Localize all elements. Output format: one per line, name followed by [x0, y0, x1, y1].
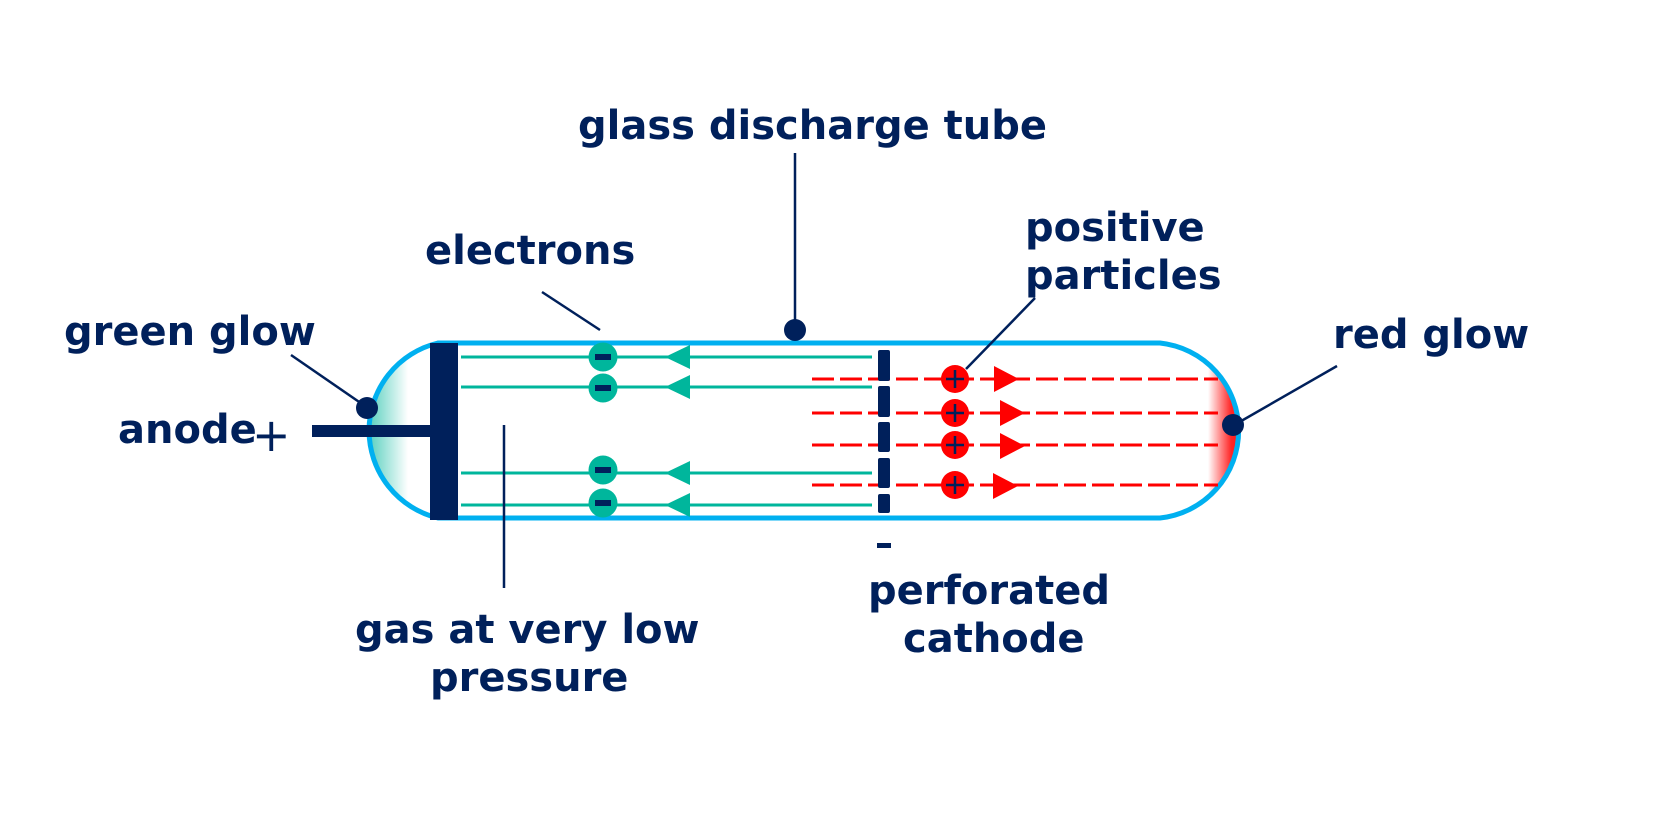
cathode-segment — [878, 458, 890, 488]
glass-tube-outline — [366, 340, 1242, 521]
anode-plus-sign: + — [252, 408, 291, 462]
arrow-right-icon — [993, 473, 1018, 499]
positive-particle — [941, 431, 969, 459]
label-green-glow: green glow — [64, 309, 316, 355]
label-positive-line2: particles — [1025, 253, 1222, 299]
positive-particle — [941, 399, 969, 427]
electron-beams — [461, 355, 872, 507]
electrons — [588, 342, 618, 518]
positive-particle — [941, 365, 969, 393]
cathode-segment — [878, 350, 890, 381]
electron — [588, 455, 618, 485]
leader-electrons — [541, 290, 601, 332]
anode-plate — [430, 343, 458, 520]
leader-dot-green-glow — [356, 397, 378, 419]
anode-rod — [312, 425, 432, 437]
positive-beams — [812, 377, 1218, 487]
minus-sign — [595, 500, 611, 506]
arrow-left-icon — [665, 493, 690, 517]
electron — [588, 373, 618, 403]
positive-arrows — [993, 366, 1025, 499]
label-gas-line1: gas at very low — [355, 607, 699, 653]
positive-particles — [941, 365, 969, 499]
arrow-right-icon — [1000, 400, 1025, 426]
label-glass-tube: glass discharge tube — [578, 103, 1047, 149]
plus-sign — [946, 436, 964, 454]
leader-lines — [290, 153, 1338, 588]
cathode-segment — [878, 386, 890, 417]
cathode-segment — [878, 494, 890, 513]
label-anode: anode — [118, 407, 257, 453]
label-gas-line2: pressure — [430, 655, 628, 701]
perforated-cathode — [878, 350, 890, 513]
electron — [588, 342, 618, 372]
leader-red-glow — [1235, 364, 1338, 426]
plus-sign — [946, 370, 964, 388]
label-positive-line1: positive — [1025, 205, 1205, 251]
arrow-left-icon — [665, 461, 690, 485]
leader-dot-red-glow — [1222, 414, 1244, 436]
arrow-right-icon — [994, 366, 1019, 392]
electron-arrows — [665, 345, 690, 517]
positive-particle — [941, 471, 969, 499]
arrow-left-icon — [665, 345, 690, 369]
minus-sign — [595, 354, 611, 360]
leader-green-glow — [290, 353, 366, 408]
electron — [588, 488, 618, 518]
label-electrons: electrons — [425, 228, 635, 274]
leader-dot-glass-tube — [784, 319, 806, 341]
leader-positive-particles — [965, 297, 1036, 370]
minus-sign — [595, 467, 611, 473]
label-red-glow: red glow — [1333, 312, 1529, 358]
label-cathode-line1: perforated — [868, 568, 1110, 614]
arrow-left-icon — [665, 375, 690, 399]
cathode-minus-sign — [877, 543, 891, 548]
label-cathode-line2: cathode — [903, 616, 1085, 662]
cathode-segment — [878, 422, 890, 452]
plus-sign — [946, 404, 964, 422]
plus-sign — [946, 476, 964, 494]
minus-sign — [595, 385, 611, 391]
arrow-right-icon — [1000, 433, 1025, 459]
